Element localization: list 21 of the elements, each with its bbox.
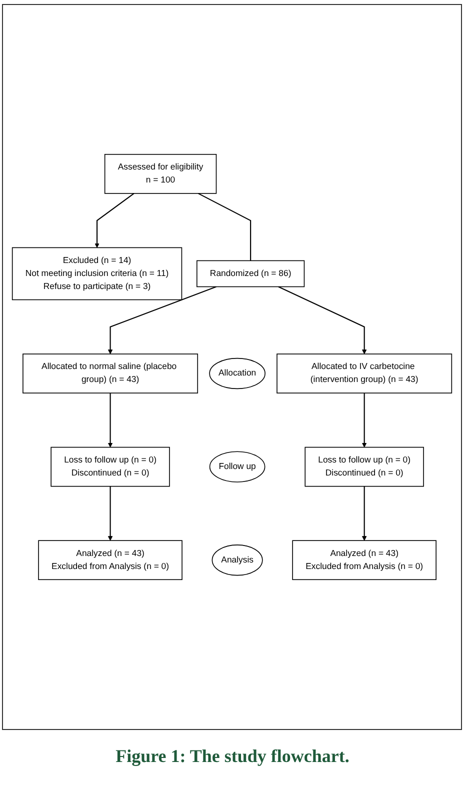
connector-line [198,192,252,261]
stage-ellipse: Follow up [209,451,266,482]
process-box: Allocated to normal saline (placebo group) (n = 43) [22,354,198,394]
arrow [362,393,367,448]
process-box: Analyzed (n = 43) Excluded from Analysis (n = 0) [38,540,182,580]
arrow [108,486,113,541]
stage-ellipse: Allocation [209,358,266,390]
arrow [362,486,367,541]
process-box: Assessed for eligibility n = 100 [104,154,217,194]
figure-caption: Figure 1: The study flowchart. [114,746,350,767]
process-box: Allocated to IV carbetocine (intervention group) (n = 43) [276,354,452,394]
process-box: Randomized (n = 86) [196,260,305,288]
arrow [108,393,113,448]
arrow [108,286,216,354]
process-box: Loss to follow up (n = 0) Discontinued (n = 0) [304,446,424,487]
process-box: Loss to follow up (n = 0) Discontinued (n = 0) [50,446,170,487]
process-box: Excluded (n = 14) Not meeting inclusion criteria (n = 11) Refuse to participate (n = 3) [12,247,182,300]
arrow [94,192,134,248]
process-box: Analyzed (n = 43) Excluded from Analysis (n = 0) [292,540,436,580]
arrow [278,286,367,354]
stage-ellipse: Analysis [212,544,263,576]
